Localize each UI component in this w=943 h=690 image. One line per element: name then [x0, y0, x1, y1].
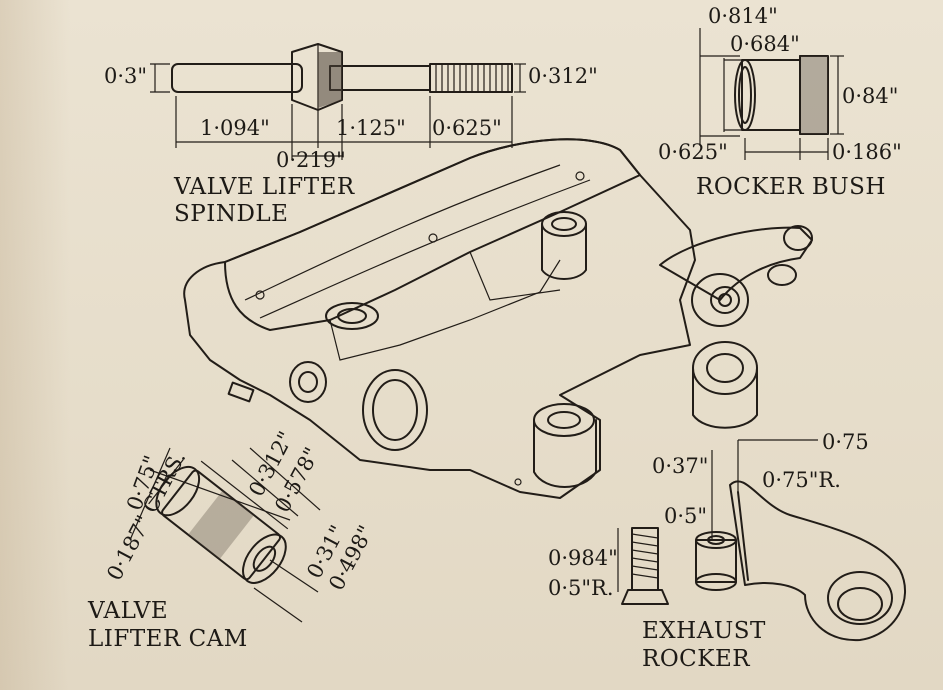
- bush-flange-label: 0·186": [832, 140, 902, 164]
- valve-lifter-spindle-drawing: [150, 43, 526, 160]
- cam-dimension-lines: [129, 447, 321, 623]
- bush-length-label: 0·84": [842, 84, 899, 108]
- exhaust-rocker-drawing: [617, 439, 906, 642]
- spindle-dia-label: 0·3": [104, 64, 148, 88]
- cam-caption-line1: VALVE: [88, 598, 169, 624]
- rocker-075r-label: 0·75"R.: [762, 468, 841, 492]
- rocker-05-label: 0·5": [664, 504, 708, 528]
- rocker-05r-label: 0·5"R.: [548, 576, 614, 600]
- rocker-box-casting: [183, 138, 813, 499]
- bush-caption: ROCKER BUSH: [696, 174, 886, 200]
- spindle-length-c-label: 0·625": [432, 116, 502, 140]
- spindle-hex-label: 0·219": [276, 148, 346, 172]
- valve-lifter-cam-drawing: [148, 459, 289, 584]
- rocker-bush-drawing: [699, 28, 844, 160]
- spindle-thread-dia-label: 0·312": [528, 64, 598, 88]
- spindle-length-a-label: 1·094": [200, 116, 270, 140]
- rocker-caption-line1: EXHAUST: [642, 618, 766, 644]
- spindle-caption-line1: VALVE LIFTER: [174, 174, 355, 200]
- bush-body-label: 0·625": [658, 140, 728, 164]
- bush-inner-label: 0·684": [730, 32, 800, 56]
- rocker-0984-label: 0·984": [548, 546, 618, 570]
- rocker-075-label: 0·75: [822, 430, 869, 454]
- rocker-037-label: 0·37": [652, 454, 709, 478]
- bush-outer-label: 0·814": [708, 4, 778, 28]
- spindle-caption-line2: SPINDLE: [174, 201, 289, 227]
- cam-caption-line2: LIFTER CAM: [88, 626, 248, 652]
- rocker-caption-line2: ROCKER: [642, 646, 751, 672]
- spindle-length-b-label: 1·125": [336, 116, 406, 140]
